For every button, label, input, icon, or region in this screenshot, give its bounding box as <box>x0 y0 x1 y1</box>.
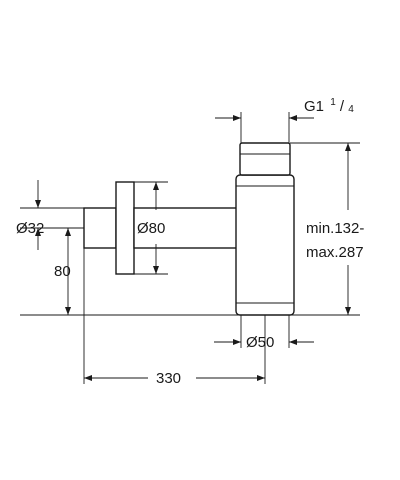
trap-body-group <box>83 142 295 316</box>
flange-diameter-label: Ø80 <box>137 220 165 237</box>
wall-flange <box>115 181 135 275</box>
dimension-lines <box>35 115 351 381</box>
outlet-height-label: 80 <box>54 263 71 280</box>
height-min-label: min.132- <box>306 220 364 237</box>
thread-size-label: G1 1 / 4 <box>304 92 354 115</box>
bottle-body <box>235 174 295 316</box>
wall-tube-diameter-label: Ø32 <box>16 220 44 237</box>
top-cap <box>239 142 291 176</box>
dimension-labels: G1 1 / 4 Ø32 Ø80 80 min.132- max.287 Ø50… <box>16 92 364 387</box>
length-label: 330 <box>156 370 181 387</box>
height-max-label: max.287 <box>306 244 364 261</box>
wall-tube <box>83 207 117 249</box>
body-diameter-label: Ø50 <box>246 334 274 351</box>
outlet-pipe <box>133 207 245 249</box>
